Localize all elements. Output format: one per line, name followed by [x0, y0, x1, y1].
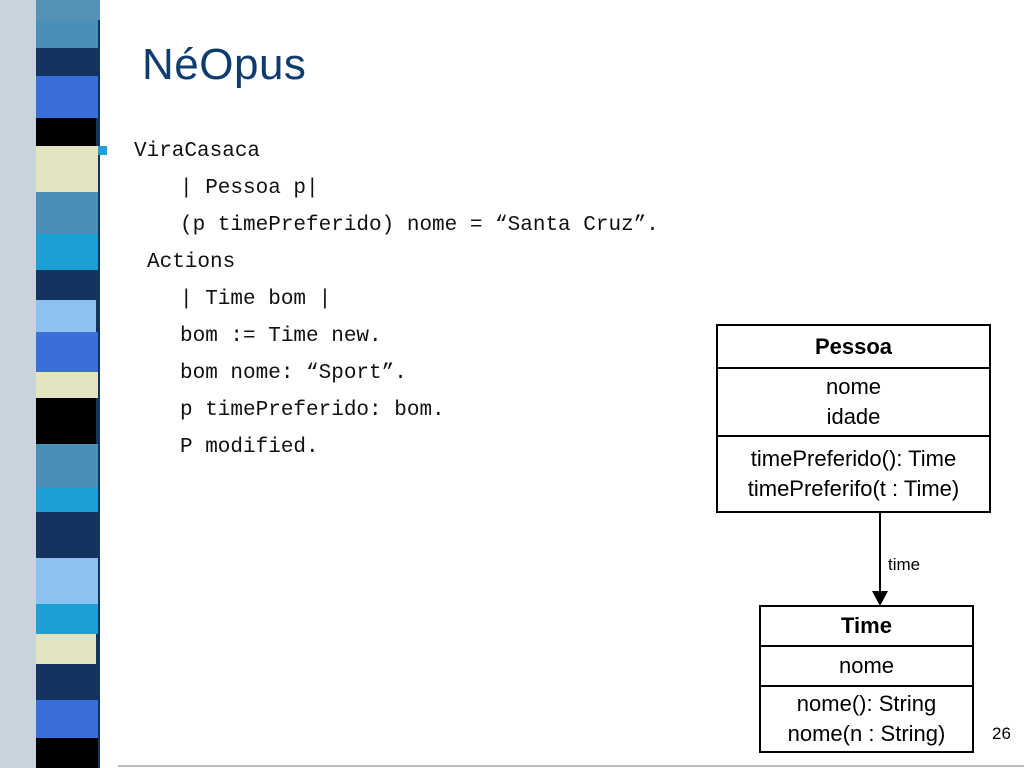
uml-attribute: nome [825, 374, 882, 399]
uml-class-pessoa-attributes: nome idade [718, 367, 989, 435]
code-line-1: ViraCasaca [134, 140, 261, 163]
uml-method: timePreferido(): Time [750, 446, 957, 471]
uml-class-pessoa-name: Pessoa [718, 326, 989, 367]
uml-attribute: nome [838, 653, 895, 678]
uml-method: timePreferifo(t : Time) [747, 476, 960, 501]
slide-title: NéOpus [142, 40, 307, 89]
uml-class-time-title: Time [841, 613, 892, 638]
code-line-4: Actions [147, 251, 236, 274]
page-number: 26 [992, 724, 1011, 743]
code-line-5: | Time bom | [180, 288, 332, 311]
uml-class-time-name: Time [761, 607, 972, 645]
association-label: time [888, 555, 921, 574]
uml-class-time-methods: nome(): String nome(n : String) [761, 685, 972, 751]
uml-class-pessoa-methods: timePreferido(): Time timePreferifo(t : … [718, 435, 989, 511]
code-line-3: (p timePreferido) nome = “Santa Cruz”. [180, 214, 659, 237]
uml-class-time-attributes: nome [761, 645, 972, 685]
code-line-7: bom nome: “Sport”. [180, 362, 407, 385]
uml-class-pessoa-title: Pessoa [814, 333, 893, 359]
bullet-square-icon [98, 146, 107, 155]
uml-class-pessoa: Pessoa nome idade timePreferido(): Time … [716, 324, 991, 513]
uml-method: nome(): String [796, 691, 937, 716]
code-line-8: p timePreferido: bom. [180, 399, 445, 422]
uml-attribute: idade [826, 404, 881, 429]
uml-class-time: Time nome nome(): String nome(n : String… [759, 605, 974, 753]
uml-method: nome(n : String) [787, 721, 946, 746]
code-line-6: bom := Time new. [180, 325, 382, 348]
code-line-9: P modified. [180, 436, 319, 459]
code-line-2: | Pessoa p| [180, 177, 319, 200]
footer-divider [118, 765, 1024, 767]
